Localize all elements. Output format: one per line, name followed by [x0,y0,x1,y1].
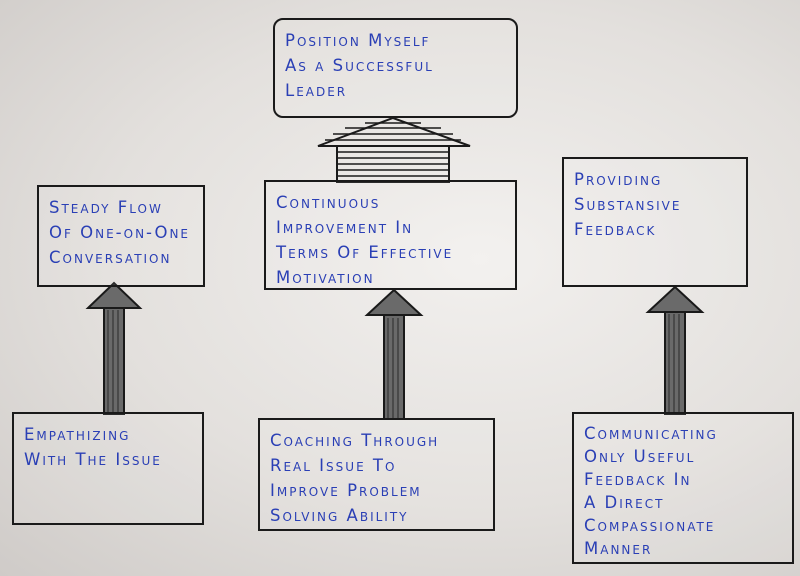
node-left: Steady Flow Of One-on-One Conversation [37,185,205,287]
striped-arrow-to-top [317,116,471,183]
arrow-right-column [645,285,705,415]
node-bottom-middle-text: Coaching Through Real Issue To Improve P… [270,431,440,525]
node-top-text: Position Myself As a Successful Leader [285,31,434,100]
arrow-middle-column [364,288,424,420]
node-bottom-middle: Coaching Through Real Issue To Improve P… [258,418,495,531]
node-bottom-right-text: Communicating Only Useful Feedback In A … [584,424,718,558]
node-right: Providing Substansive Feedback [562,157,748,287]
node-middle: Continuous Improvement In Terms Of Effec… [264,180,517,290]
arrow-left-column [85,281,143,415]
node-bottom-left: Empathizing With The Issue [12,412,204,525]
node-left-text: Steady Flow Of One-on-One Conversation [49,198,191,267]
node-middle-text: Continuous Improvement In Terms Of Effec… [276,193,454,287]
node-right-text: Providing Substansive Feedback [574,170,682,239]
node-bottom-right: Communicating Only Useful Feedback In A … [572,412,794,564]
node-top-goal: Position Myself As a Successful Leader [273,18,518,118]
node-bottom-left-text: Empathizing With The Issue [24,425,162,469]
